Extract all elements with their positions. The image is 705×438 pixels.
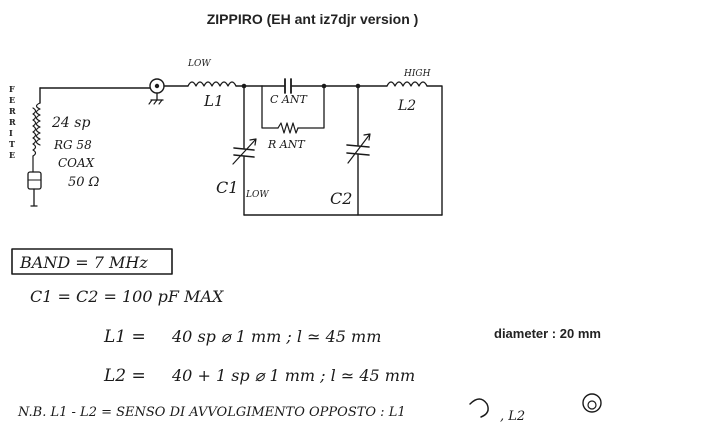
coax-turns: 24 sp	[51, 115, 90, 131]
coax-socket	[148, 78, 165, 105]
l2-prefix: L2 =	[103, 366, 146, 386]
c1-low-tag: LOW	[245, 190, 269, 200]
l1-prefix: L1 =	[103, 327, 146, 347]
inductor-l1	[163, 81, 263, 87]
l1-label: L1	[203, 92, 224, 110]
diameter-note: diameter : 20 mm	[494, 326, 601, 341]
band-box: BAND = 7 MHz	[11, 248, 173, 275]
c1-label: C1	[216, 178, 238, 197]
l2-spec: 40 + 1 sp ⌀ 1 mm ; l ≃ 45 mm	[171, 366, 415, 385]
cant-label: C ANT	[270, 93, 308, 106]
nb-tail: , L2	[500, 409, 525, 424]
feed-transformer	[27, 87, 42, 207]
inductor-l2	[386, 81, 443, 216]
l2-winding-icon	[582, 393, 602, 413]
cant-rant-block	[261, 78, 325, 134]
caps-note: C1 = C2 = 100 pF MAX	[30, 287, 224, 306]
rant-label: R ANT	[267, 138, 306, 151]
l2-high-tag: HIGH	[403, 69, 431, 79]
l2-label: L2	[397, 98, 416, 114]
l1-winding-icon	[469, 398, 489, 418]
band-text: BAND = 7 MHz	[19, 253, 148, 272]
nb-note: N.B. L1 - L2 = SENSO DI AVVOLGIMENTO OPP…	[17, 405, 406, 420]
capacitor-c2	[346, 133, 371, 216]
coax-type: RG 58	[53, 138, 92, 152]
coax-impedance: 50 Ω	[68, 175, 100, 190]
coax-word: COAX	[58, 156, 95, 170]
l1-low-tag: LOW	[187, 59, 211, 69]
diagram-title: ZIPPIRO (EH ant iz7djr version )	[206, 11, 419, 27]
coax-note: 24 sp RG 58 COAX 50 Ω	[51, 115, 100, 190]
l1-spec: 40 sp ⌀ 1 mm ; l ≃ 45 mm	[171, 327, 381, 346]
capacitor-c1	[232, 138, 257, 216]
c2-label: C2	[330, 189, 352, 208]
